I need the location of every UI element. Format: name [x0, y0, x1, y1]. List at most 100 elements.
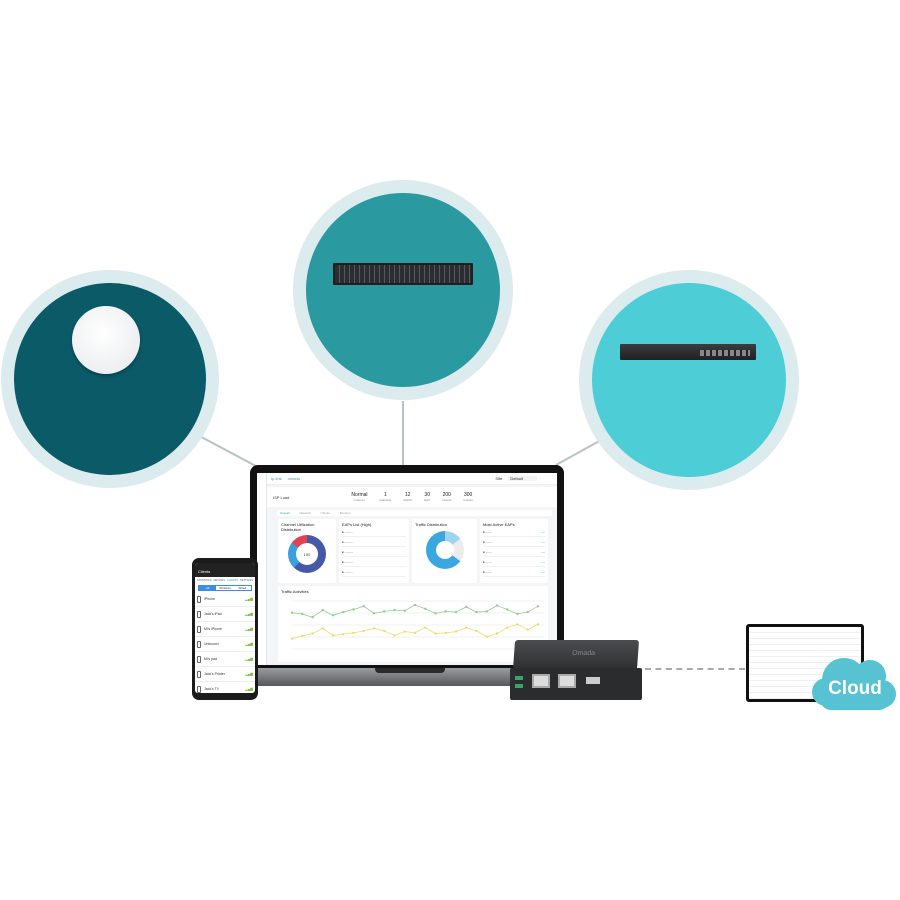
- card-title: Traffic Distribution: [415, 522, 448, 527]
- device-icon: [197, 670, 201, 678]
- most-active-card: Most Active EAPs ■ ─────■ ─────■ ─────■ …: [480, 519, 548, 583]
- data-point: [434, 632, 437, 635]
- channel-card: Channel Utilization Distribution 100: [278, 519, 336, 583]
- data-point: [475, 629, 478, 633]
- traffic-chart: [290, 600, 544, 650]
- phone-tab[interactable]: STATISTICS: [197, 579, 212, 582]
- data-point: [475, 610, 478, 614]
- client-row[interactable]: Unknown ▂▄▆: [195, 637, 255, 652]
- filter-all[interactable]: All: [199, 586, 217, 590]
- data-point: [454, 630, 458, 633]
- data-point: [413, 603, 417, 607]
- signal-icon: ▂▄▆: [245, 642, 253, 646]
- data-point: [362, 629, 365, 633]
- switch-circle: [306, 193, 500, 387]
- card-title: EAPs List (High): [342, 522, 372, 527]
- data-point: [321, 627, 324, 630]
- client-row[interactable]: Mi's iPhone▂▄▆: [195, 622, 255, 637]
- data-point: [536, 605, 540, 608]
- data-point: [465, 626, 468, 629]
- data-point: [383, 629, 386, 633]
- card-title: Traffic Activities: [281, 589, 309, 594]
- signal-icon: ▂▄▆: [245, 657, 253, 661]
- access-point-device: [72, 306, 140, 374]
- signal-icon: ▂▄▆: [245, 597, 253, 601]
- client-name: Mi's iPhone: [204, 627, 222, 631]
- dashboard-screen: tp-link omada Site Default ISP Load Norm…: [257, 473, 557, 665]
- client-row[interactable]: Jack's Printer ▂▄▆: [195, 667, 255, 682]
- data-point: [342, 632, 345, 636]
- cloud-label: Cloud: [828, 678, 882, 699]
- router-circle: [592, 283, 786, 477]
- router-device: [620, 344, 756, 360]
- tab-overall[interactable]: Overall: [280, 511, 290, 515]
- data-point: [352, 631, 355, 635]
- signal-icon: ▂▄▆: [245, 612, 253, 616]
- ethernet-port: [558, 674, 576, 688]
- data-point: [506, 626, 509, 629]
- data-point: [506, 608, 509, 611]
- switch-device: [333, 263, 473, 285]
- ethernet-port: [532, 674, 550, 688]
- tab-network[interactable]: Network: [299, 511, 311, 515]
- data-point: [393, 634, 396, 637]
- client-name: Jack's Printer: [204, 672, 225, 676]
- site-select[interactable]: Default: [508, 476, 537, 481]
- traffic-donut: [425, 531, 464, 569]
- data-point: [495, 604, 499, 607]
- data-point: [290, 637, 294, 640]
- client-row[interactable]: iPhone▂▄▆: [195, 592, 255, 607]
- client-name: Unknown: [204, 642, 219, 646]
- phone-tab[interactable]: DEVICES: [213, 579, 226, 582]
- data-point: [536, 623, 540, 626]
- data-point: [321, 608, 324, 612]
- cloud-icon: [812, 658, 896, 710]
- data-point: [403, 630, 406, 633]
- phone-tab[interactable]: CLIENTS: [227, 579, 238, 582]
- isp-load-label: ISP Load: [273, 494, 290, 500]
- router-ports: [700, 350, 750, 356]
- client-row[interactable]: Mi's pad ▂▄▆: [195, 652, 255, 667]
- channel-donut: 100: [288, 535, 326, 573]
- data-point: [290, 611, 294, 614]
- hardware-controller: Omada: [510, 640, 642, 702]
- data-point: [495, 632, 499, 635]
- client-row[interactable]: Jack's TV▂▄▆: [195, 682, 255, 693]
- phone-header: Clients: [195, 563, 255, 577]
- data-point: [424, 607, 427, 610]
- data-point: [444, 631, 447, 635]
- tab-clients[interactable]: Clients: [320, 511, 330, 515]
- data-point: [454, 610, 458, 614]
- client-name: Jack's iPad: [204, 612, 222, 616]
- filter-wired[interactable]: Wired: [238, 586, 247, 590]
- phone-tab[interactable]: SETTINGS: [240, 579, 253, 582]
- data-point: [301, 612, 304, 616]
- connector-line: [402, 401, 404, 467]
- data-point: [516, 612, 519, 616]
- status-led: [515, 676, 523, 680]
- client-name: Jack's TV: [204, 687, 219, 691]
- client-row[interactable]: Jack's iPad ▂▄▆: [195, 607, 255, 622]
- signal-icon: ▂▄▆: [245, 672, 253, 676]
- device-icon: [197, 655, 201, 663]
- data-point: [311, 616, 314, 619]
- device-icon: [197, 625, 201, 633]
- filter-wireless[interactable]: Wireless: [219, 586, 231, 590]
- traffic-distribution-card: Traffic Distribution: [412, 519, 477, 583]
- product-logo: omada: [287, 476, 300, 481]
- data-point: [485, 610, 488, 613]
- client-name: Mi's pad: [204, 657, 217, 661]
- data-point: [403, 609, 406, 612]
- data-point: [465, 605, 468, 609]
- dashboard-sidebar: [257, 473, 267, 665]
- data-point: [331, 614, 335, 617]
- card-title: Most Active EAPs: [483, 522, 515, 527]
- data-point: [444, 610, 447, 613]
- dashed-connector: [645, 668, 745, 670]
- data-point: [383, 610, 386, 613]
- tab-devices[interactable]: Devices: [339, 511, 351, 515]
